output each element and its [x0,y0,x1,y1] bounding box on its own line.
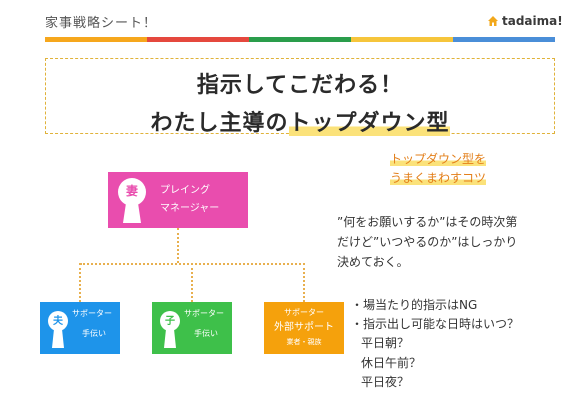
connector-drop-husband [79,263,81,302]
node-child: 子 サポーター 手伝い [152,302,232,354]
node-husband: 夫 サポーター 手伝い [40,302,120,354]
connector-drop-support [303,263,305,302]
support-label-3: 業者・親族 [286,338,322,346]
connector-drop-child [191,263,193,302]
wife-label-1: プレイング [160,185,210,196]
title-line-1: 指示してこだわる！ [196,73,404,98]
tips-list: ・場当たり的指示はNG ・指示出し可能な日時はいつ？ 平日朝？ 休日午前？ 平日… [351,296,519,392]
brand-name: tadaima! [502,14,563,28]
list-subitem: 休日午前？ [361,355,422,370]
child-label-2: 手伝い [194,329,218,338]
stripe-segment [351,37,453,42]
house-icon [488,16,498,26]
support-label-2: 外部サポート [274,322,334,333]
title-plain-text: わたし主導の [150,111,289,136]
wife-badge: 妻 [125,184,138,198]
node-external-support: サポーター 外部サポート 業者・親族 [264,302,344,354]
title-box: 指示してこだわる！ わたし主導のトップダウン型 [45,58,555,137]
explanation-line-2: だけど”いつやるのか”はしっかり [337,234,518,249]
explanation-text: ”何をお願いするか”はその時次第 だけど”いつやるのか”はしっかり 決めておく。 [337,213,517,272]
child-label-1: サポーター [184,309,224,318]
stripe-segment [45,37,147,42]
child-badge: 子 [165,316,175,327]
person-icon [48,311,68,348]
sheet-title: 家事戦略シート！ [45,16,158,31]
husband-badge: 夫 [53,316,63,327]
support-label-1: サポーター [284,308,324,317]
husband-label-2: 手伝い [82,329,106,338]
stripe-segment [147,37,249,42]
list-item: ・指示出し可能な日時はいつ？ [351,317,520,332]
stripe-segment [453,37,555,42]
tips-line-2: うまくまわすコツ [390,170,487,185]
stripe-segment [249,37,351,42]
brand-logo: tadaima! [487,14,563,28]
list-subitem: 平日夜？ [361,374,410,389]
husband-label-1: サポーター [72,309,112,318]
list-subitem: 平日朝？ [361,336,410,351]
explanation-line-1: ”何をお願いするか”はその時次第 [337,215,518,229]
node-wife: 妻 プレイング マネージャー [108,172,248,228]
person-icon [118,178,146,223]
tips-line-1: トップダウン型を [390,152,487,166]
explanation-line-3: 決めておく。 [337,254,409,269]
title-line-2: わたし主導のトップダウン型 [46,105,554,137]
list-item: ・場当たり的指示はNG [351,298,478,312]
title-highlight-text: トップダウン型 [288,111,450,136]
wife-label-2: マネージャー [160,203,220,214]
person-icon [160,311,180,348]
color-stripe [45,37,555,42]
tips-callout: トップダウン型を うまくまわすコツ [390,150,487,187]
connector-trunk [177,228,179,263]
